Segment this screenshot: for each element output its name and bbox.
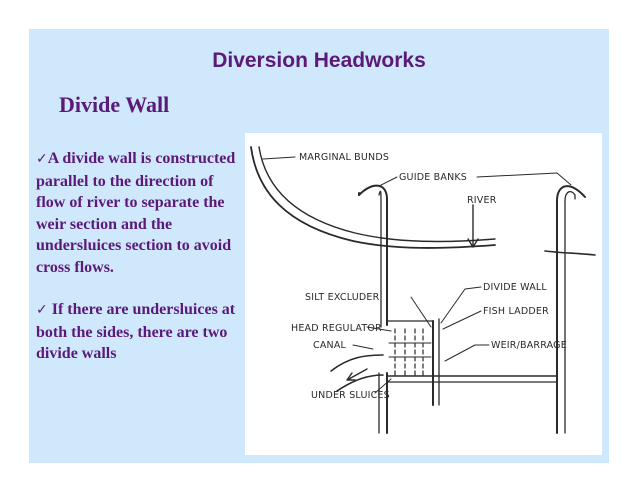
label-marginal-bunds: MARGINAL BUNDS xyxy=(299,152,389,163)
checkmark-icon: ✓ xyxy=(36,302,48,318)
slide-subtitle: Divide Wall xyxy=(59,92,170,117)
label-guide-banks: GUIDE BANKS xyxy=(399,172,467,183)
label-silt-excluder: SILT EXCLUDER xyxy=(305,292,380,303)
paragraph-2-text: If there are undersluices at both the si… xyxy=(36,301,236,362)
checkmark-icon: ✓ xyxy=(36,151,48,167)
body-text: ✓A divide wall is constructed parallel t… xyxy=(36,148,236,365)
label-weir-barrage: WEIR/BARRAGE xyxy=(491,340,567,351)
label-river: RIVER xyxy=(467,195,497,206)
label-divide-wall: DIVIDE WALL xyxy=(483,282,547,293)
label-fish-ladder: FISH LADDER xyxy=(483,306,549,317)
paragraph-1-text: A divide wall is constructed parallel to… xyxy=(36,150,236,276)
label-head-regulator: HEAD REGULATOR xyxy=(291,323,382,334)
slide-title: Diversion Headworks xyxy=(212,49,426,72)
label-canal: CANAL xyxy=(313,340,347,351)
slide: Diversion Headworks Divide Wall ✓A divid… xyxy=(29,29,609,463)
paragraph-2: ✓ If there are undersluices at both the … xyxy=(36,299,236,365)
headworks-diagram-svg: MARGINAL BUNDS GUIDE BANKS RIVER DIVIDE … xyxy=(250,146,596,434)
paragraph-1: ✓A divide wall is constructed parallel t… xyxy=(36,148,236,278)
headworks-diagram: MARGINAL BUNDS GUIDE BANKS RIVER DIVIDE … xyxy=(245,133,602,455)
label-under-sluices: UNDER SLUICES xyxy=(311,390,390,401)
